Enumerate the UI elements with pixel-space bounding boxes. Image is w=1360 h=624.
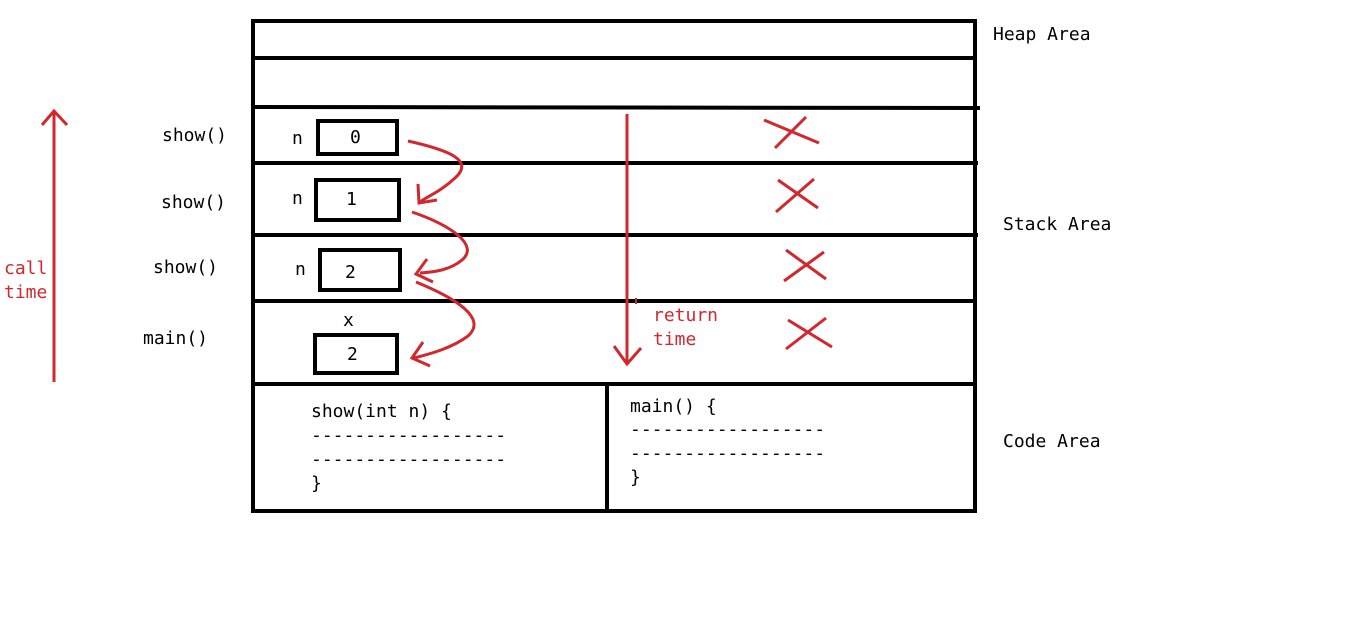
call-arrow-0-to-1 — [407, 139, 464, 204]
return-time-label-line2: time — [653, 329, 696, 350]
frame-var-name: n — [292, 188, 303, 209]
call-time-label-line1: call — [4, 258, 47, 279]
code-show-line1: ------------------ — [311, 425, 506, 446]
frame-var-name: x — [343, 310, 354, 331]
frame-value: 1 — [346, 189, 357, 210]
frame-value-box — [313, 333, 399, 375]
call-arrow-1-to-2 — [411, 210, 469, 275]
code-main-line2: ------------------ — [630, 443, 825, 464]
frame-var-name: n — [295, 259, 306, 280]
frame-value-box — [314, 178, 401, 222]
frame-label-show-low: show() — [153, 257, 218, 278]
call-time-arrowhead — [40, 108, 69, 127]
frame-value: 2 — [347, 344, 358, 365]
cross-icon — [775, 177, 819, 214]
call-arrow-2-to-main — [413, 280, 476, 360]
code-main-footer: } — [630, 467, 641, 488]
code-main-line1: ------------------ — [630, 419, 825, 440]
cross-icon — [763, 115, 820, 150]
code-area-label: Code Area — [1003, 431, 1101, 452]
stack-area-label: Stack Area — [1003, 214, 1111, 235]
call-arrow-0-to-1-head — [416, 183, 438, 205]
frame-value-box — [318, 248, 402, 292]
heap-stack-divider — [252, 105, 981, 110]
frame-label-show-top: show() — [162, 125, 227, 146]
code-show-line2: ------------------ — [311, 449, 506, 470]
code-main-header: main() { — [630, 396, 717, 417]
frame-value-box — [316, 119, 399, 156]
return-time-label-line1: return — [653, 305, 718, 326]
code-show-header: show(int n) { — [311, 401, 452, 422]
return-time-arrowhead — [612, 345, 643, 367]
memory-outer-box — [251, 19, 977, 513]
frame-value: 0 — [350, 127, 361, 148]
cross-icon — [785, 316, 833, 351]
code-show-footer: } — [311, 473, 322, 494]
cross-icon — [783, 248, 827, 283]
call-arrow-2-to-main-head — [409, 341, 431, 368]
call-time-label-line2: time — [4, 282, 47, 303]
frame-value: 2 — [345, 262, 356, 283]
heap-area-label: Heap Area — [993, 24, 1091, 45]
call-arrow-1-to-2-head — [413, 258, 434, 284]
frame-label-main: main() — [143, 328, 208, 349]
frame-label-show-mid: show() — [161, 192, 226, 213]
frame-var-name: n — [292, 128, 303, 149]
